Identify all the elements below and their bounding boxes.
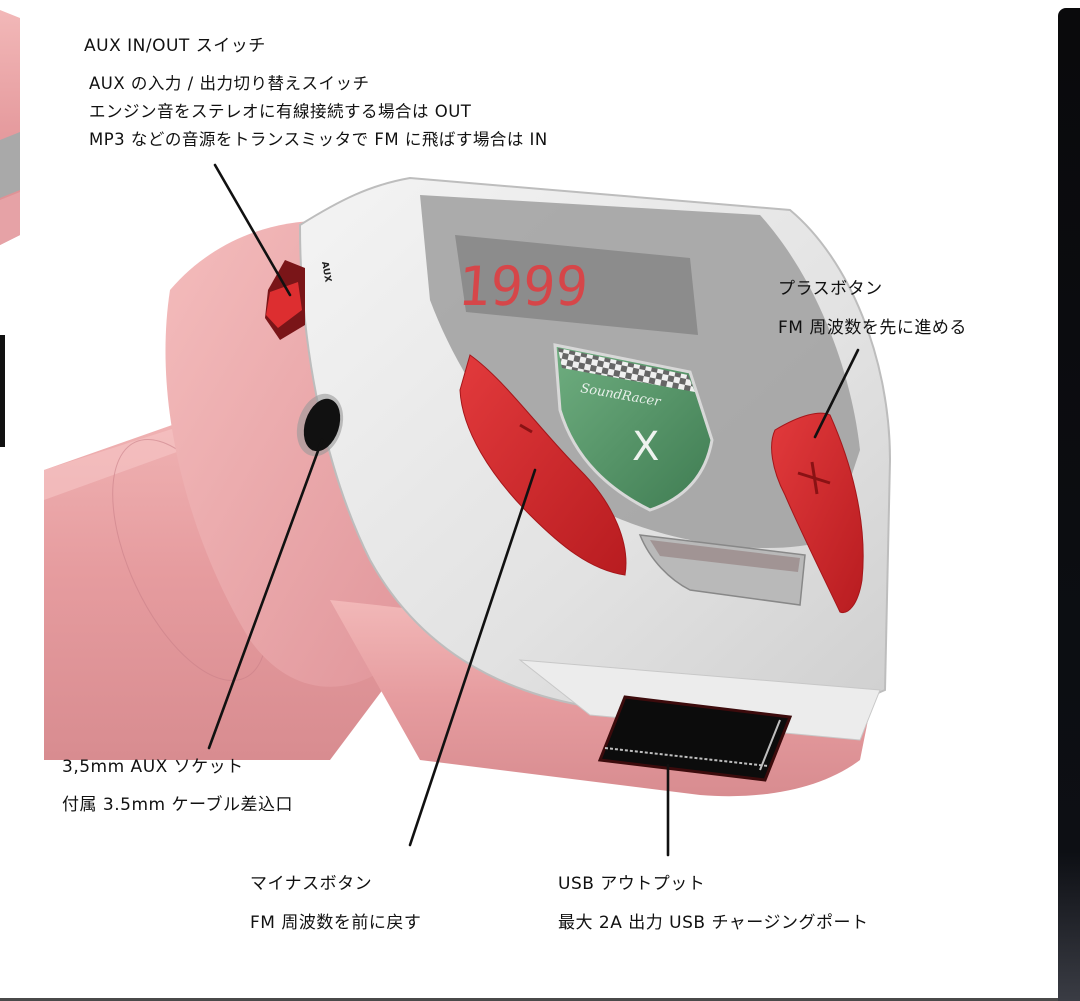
leader-line-minus-button — [408, 468, 537, 847]
leader-line-aux-socket — [207, 438, 324, 750]
device-illustration: 1999 SoundRacer X AUX — [0, 10, 892, 857]
device-shell — [298, 176, 892, 741]
aux-socket-title: 3,5mm AUX ソケット — [62, 757, 244, 777]
usb-port[interactable] — [597, 695, 793, 782]
plus-icon — [797, 461, 831, 495]
bottom-divider — [0, 998, 1058, 1001]
dark-side-panel — [1058, 8, 1080, 1001]
usb-output-title: USB アウトプット — [558, 874, 706, 894]
plus-button-title: プラスボタン — [778, 279, 883, 299]
soundracer-logo-badge: SoundRacer X — [553, 343, 714, 512]
aux-switch-line-2: エンジン音をステレオに有線接続する場合は OUT — [89, 102, 472, 121]
aux-socket[interactable] — [289, 388, 351, 462]
aux-switch-line-3: MP3 などの音源をトランスミッタで FM に飛ばす場合は IN — [89, 130, 548, 149]
adjacent-device-fragment — [0, 10, 20, 447]
minus-button-description: FM 周波数を前に戻す — [250, 913, 422, 933]
plus-button-description: FM 周波数を先に進める — [778, 318, 967, 338]
minus-button-title: マイナスボタン — [250, 874, 373, 894]
logo-mark: X — [632, 424, 659, 470]
product-diagram: 1999 SoundRacer X AUX — [0, 10, 967, 933]
leader-line-aux-switch — [213, 163, 292, 297]
aux-switch-line-1: AUX の入力 / 出力切り替えスイッチ — [89, 74, 370, 93]
aux-switch-title: AUX IN/OUT スイッチ — [84, 36, 266, 56]
display-digits: 1999 — [456, 255, 590, 318]
switch-marking: AUX — [319, 261, 332, 283]
leader-line-plus-button — [813, 348, 860, 439]
frequency-display: 1999 — [456, 255, 590, 318]
aux-socket-description: 付属 3.5mm ケーブル差込口 — [62, 795, 293, 815]
plus-button[interactable] — [771, 412, 864, 614]
callout-leader-lines — [207, 163, 860, 857]
minus-button[interactable] — [459, 354, 627, 576]
usb-output-description: 最大 2A 出力 USB チャージングポート — [558, 913, 869, 933]
aux-in-out-switch[interactable]: AUX — [265, 260, 333, 340]
minus-icon — [519, 423, 533, 434]
